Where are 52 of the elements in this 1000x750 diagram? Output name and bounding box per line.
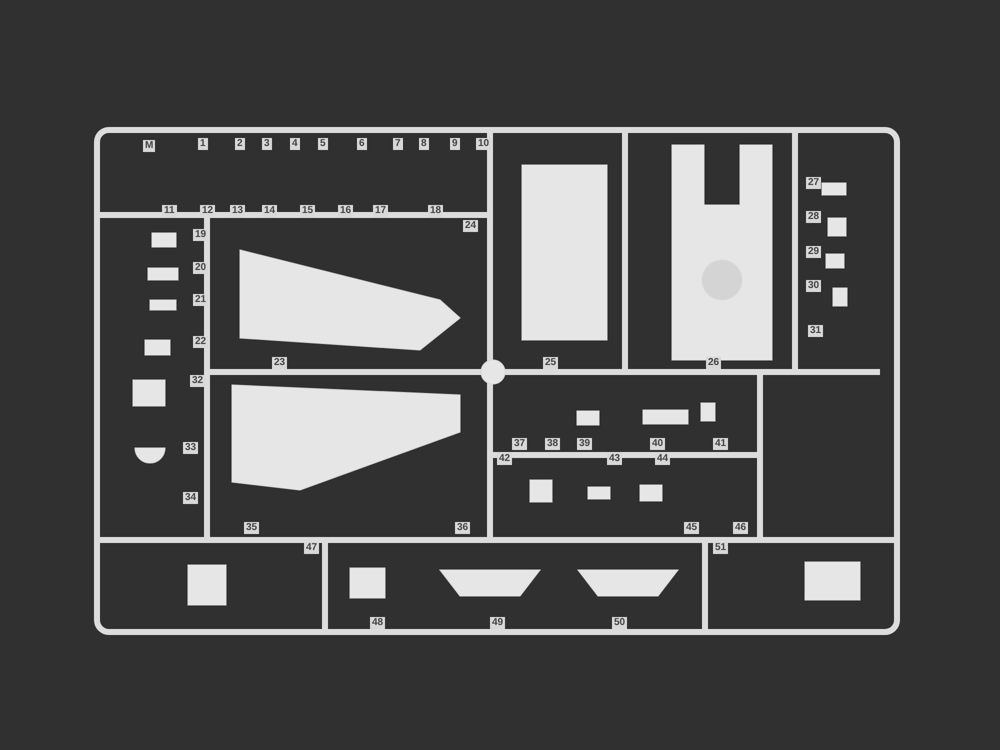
part-number: 38 bbox=[545, 438, 560, 450]
part-number: 8 bbox=[419, 138, 429, 150]
part-number: 28 bbox=[806, 211, 822, 223]
part-number: 4 bbox=[290, 138, 300, 150]
part-number: 26 bbox=[706, 357, 722, 369]
part-number: 7 bbox=[393, 138, 403, 150]
part-number: 3 bbox=[262, 138, 272, 150]
part-number: 6 bbox=[357, 138, 367, 150]
part-number: 9 bbox=[450, 138, 460, 150]
part-number: 21 bbox=[193, 294, 208, 306]
part-number: 34 bbox=[183, 492, 198, 504]
part-number: 23 bbox=[272, 357, 288, 369]
part-number: 39 bbox=[577, 438, 592, 450]
part-number: 17 bbox=[373, 205, 388, 217]
part-number: 45 bbox=[684, 522, 700, 534]
part-number: 18 bbox=[428, 205, 444, 217]
part-number: 41 bbox=[713, 438, 728, 450]
part-number: 50 bbox=[612, 617, 628, 629]
part-number: 20 bbox=[193, 262, 208, 274]
part-number: 22 bbox=[193, 336, 208, 348]
part-number: 30 bbox=[806, 280, 822, 292]
part-number: 40 bbox=[650, 438, 666, 450]
part-number: 36 bbox=[455, 522, 470, 534]
part-number: 24 bbox=[463, 220, 478, 232]
part-number: 16 bbox=[338, 205, 354, 217]
part-number: 29 bbox=[806, 246, 822, 258]
part-number: 31 bbox=[808, 325, 824, 337]
part-number: 44 bbox=[655, 453, 670, 465]
part-number: 12 bbox=[200, 205, 216, 217]
part-number: 43 bbox=[607, 453, 622, 465]
part-number: 27 bbox=[806, 177, 822, 189]
part-number: 13 bbox=[230, 205, 246, 217]
part-number: 37 bbox=[512, 438, 528, 450]
part-number: 32 bbox=[190, 375, 206, 387]
part-number: M bbox=[143, 140, 156, 152]
part-number: 19 bbox=[193, 229, 208, 241]
part-number: 47 bbox=[304, 542, 320, 554]
part-number: 10 bbox=[476, 138, 492, 150]
part-number: 1 bbox=[198, 138, 208, 150]
part-number: 42 bbox=[497, 453, 512, 465]
part-number: 11 bbox=[162, 205, 177, 217]
part-number: 25 bbox=[543, 357, 558, 369]
part-number: 14 bbox=[262, 205, 278, 217]
part-number: 48 bbox=[370, 617, 386, 629]
part-number: 15 bbox=[300, 205, 316, 217]
part-number: 35 bbox=[244, 522, 260, 534]
part-number: 2 bbox=[235, 138, 245, 150]
part-number: 49 bbox=[490, 617, 506, 629]
part-number: 5 bbox=[318, 138, 328, 150]
part-number: 51 bbox=[713, 542, 728, 554]
part-number: 33 bbox=[183, 442, 198, 454]
part-number: 46 bbox=[733, 522, 748, 534]
